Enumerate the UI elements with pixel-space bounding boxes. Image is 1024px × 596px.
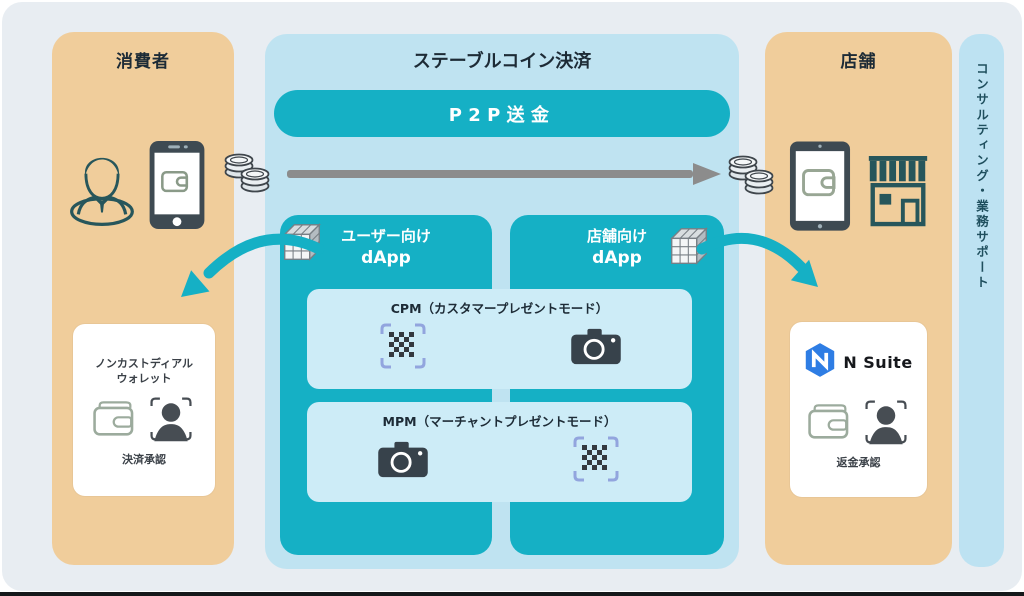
mpm-label: MPM（マーチャントプレゼントモード） — [382, 414, 617, 429]
cpm-mode-box: CPM（カスタマープレゼントモード） — [307, 289, 692, 389]
smartphone-icon — [148, 140, 206, 234]
coins-icon — [728, 144, 776, 200]
wallet-card-title: ノンカストディアル ウォレット — [94, 357, 194, 386]
bottom-border — [0, 592, 1024, 596]
p2p-transfer-pill: P2P送金 — [274, 90, 730, 137]
user-dapp-label: ユーザー向け dApp — [341, 227, 431, 268]
camera-icon — [570, 326, 622, 370]
tablet-wallet-icon — [789, 140, 851, 236]
store-icons — [789, 140, 931, 236]
nsuite-logo-icon — [804, 342, 836, 382]
qr-code-icon — [378, 321, 428, 375]
coins-icon — [224, 142, 272, 198]
store-column: 店舗 — [765, 32, 952, 565]
face-approval-icon — [146, 393, 196, 449]
consulting-support-label: コンサルティング・業務サポート — [974, 62, 989, 291]
cube-icon — [668, 224, 710, 274]
curved-arrow-right-icon — [694, 225, 826, 309]
wallet-icon — [807, 402, 853, 446]
qr-code-icon — [571, 434, 621, 488]
nsuite-approval-card: N Suite — [790, 322, 927, 497]
curved-arrow-left-icon — [177, 225, 327, 314]
camera-icon — [377, 439, 429, 483]
transfer-arrow-icon — [285, 162, 721, 190]
nsuite-brand-name: N Suite — [843, 352, 913, 372]
nsuite-brand-row: N Suite — [790, 342, 927, 382]
p2p-label: P2P送金 — [448, 104, 556, 126]
merchant-dapp-label: 店舗向け dApp — [586, 227, 647, 268]
noncustodial-wallet-card: ノンカストディアル ウォレット — [73, 324, 215, 496]
wallet-icon — [92, 399, 138, 443]
consumer-column: 消費者 — [52, 32, 234, 565]
consumer-icons — [66, 140, 220, 234]
storefront-icon — [863, 150, 933, 236]
mpm-mode-box: MPM（マーチャントプレゼントモード） — [307, 402, 692, 502]
stablecoin-payment-panel: ステーブルコイン決済 P2P送金 ユーザー向け dApp 店舗向け — [265, 34, 739, 569]
consumer-card-caption: 決済承認 — [122, 452, 166, 466]
consumer-title: 消費者 — [116, 52, 170, 72]
cpm-label: CPM（カスタマープレゼントモード） — [390, 301, 609, 316]
store-card-caption: 返金承認 — [836, 456, 881, 469]
store-title: 店舗 — [840, 52, 877, 72]
payment-title: ステーブルコイン決済 — [412, 51, 592, 72]
person-icon — [66, 142, 138, 234]
face-approval-icon — [861, 396, 911, 452]
consulting-support-strip: コンサルティング・業務サポート — [959, 34, 1004, 567]
